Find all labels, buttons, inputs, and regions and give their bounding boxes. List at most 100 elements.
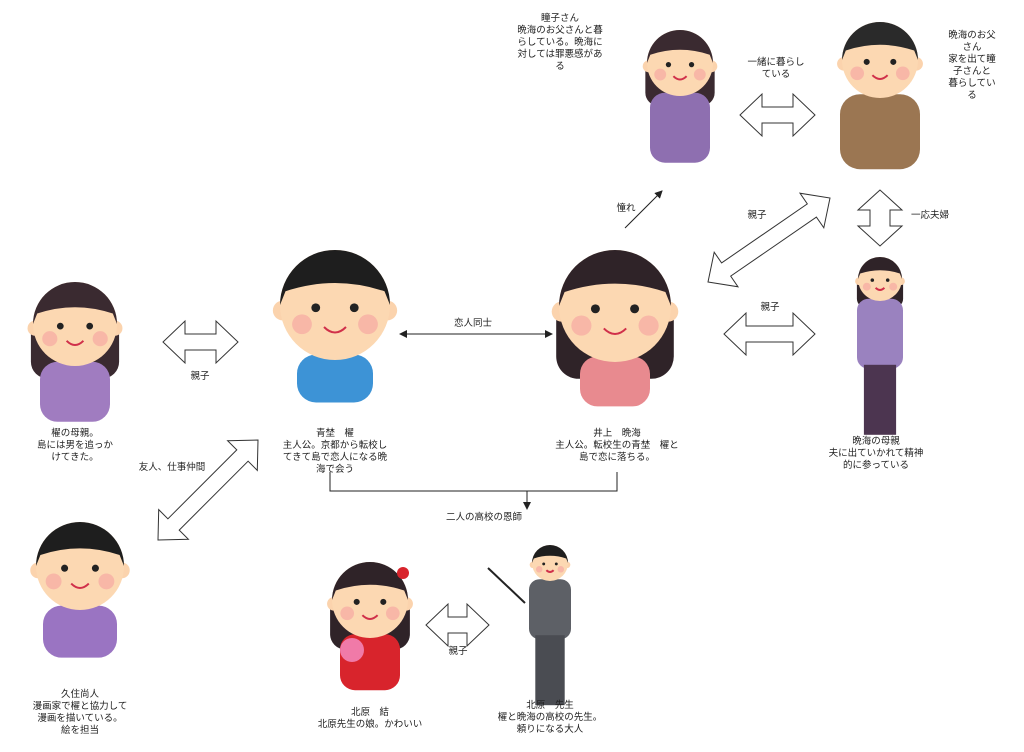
hair — [332, 562, 408, 600]
cheek — [895, 66, 910, 81]
hitomiko-illustration — [642, 30, 718, 163]
hair-ribbon — [397, 567, 409, 579]
father-label: 晩海のお父さん 家を出て瞳子さんと 暮らしている — [948, 30, 996, 101]
akemi-illustration — [551, 250, 679, 407]
father-illustration — [837, 22, 923, 170]
relation-nominal-couple: 一応夫婦 — [910, 210, 950, 221]
hair — [33, 282, 117, 324]
body — [857, 298, 903, 369]
eye — [61, 564, 69, 572]
arrow-admiration — [624, 190, 663, 229]
body — [580, 356, 650, 407]
relation-parent-child-mother: 親子 — [760, 302, 780, 313]
cheek — [98, 573, 115, 590]
pointer-stick — [487, 567, 526, 604]
eye — [870, 278, 875, 282]
cheek — [340, 606, 355, 621]
body — [43, 605, 117, 658]
kuzumi-illustration — [30, 522, 130, 658]
yui-label: 北原 結 北原先生の娘。かわいい — [317, 707, 423, 730]
eye — [665, 62, 672, 68]
cheek — [557, 566, 565, 573]
kai_mother-illustration — [27, 282, 123, 422]
kai-label: 青埜 櫂 主人公。京都から転校し てきて島で恋人になる晩 海で会う — [282, 428, 388, 475]
hair — [36, 522, 124, 566]
arrow-nominal-couple — [856, 189, 904, 247]
eye — [56, 322, 64, 330]
cheek — [92, 331, 108, 347]
body — [40, 361, 110, 422]
cheek — [889, 282, 898, 291]
mouth — [361, 614, 379, 620]
arrow-living-together — [739, 92, 816, 138]
arrow-parent-child-kitahara — [425, 602, 490, 648]
lollipop — [340, 638, 364, 662]
teacher-illustration — [529, 545, 571, 706]
hair — [842, 22, 918, 60]
arrow-friends — [157, 439, 259, 541]
cheek — [654, 68, 667, 81]
legs — [863, 364, 897, 435]
eye — [688, 62, 695, 68]
cheek — [850, 66, 865, 81]
arrow-parent-child-kai — [162, 319, 239, 365]
relation-admiration: 憧れ — [616, 203, 636, 214]
cheek — [862, 282, 871, 291]
mouth — [672, 75, 688, 81]
cheek — [693, 68, 706, 81]
eye — [885, 278, 890, 282]
hitomiko-label: 瞳子さん 晩海のお父さんと暮 らしている。晩海に 対しては罪悪感があ る — [517, 13, 603, 72]
mouth — [603, 327, 627, 335]
relation-lovers: 恋人同士 — [453, 318, 493, 329]
cheek — [385, 606, 400, 621]
body — [529, 579, 571, 640]
mouth — [874, 287, 886, 291]
kuzumi-label: 久住尚人 漫画家で櫂と協力して 漫画を描いている。 絵を担当 — [32, 689, 128, 736]
cheek — [535, 566, 543, 573]
cheek — [292, 314, 312, 335]
cheek — [45, 573, 62, 590]
akemi-mother-label: 晩海の母親 夫に出ていかれて精神 的に参っている — [828, 436, 924, 471]
cheek — [42, 331, 58, 347]
arrow-parent-child-mother — [723, 311, 816, 357]
akemi-label: 井上 晩海 主人公。転校生の青埜 櫂と 島で恋に落ちる。 — [555, 428, 679, 463]
relation-friends: 友人、仕事仲間 — [138, 462, 206, 473]
kai-mother-label: 櫂の母親。 島には男を追っか けてきた。 — [36, 428, 114, 463]
eye — [86, 322, 94, 330]
hair — [559, 250, 671, 306]
eye — [353, 598, 360, 605]
eye — [590, 304, 600, 314]
kai-illustration — [272, 250, 398, 403]
eye — [349, 303, 359, 313]
hair — [858, 257, 902, 279]
body — [650, 92, 710, 163]
mouth — [323, 326, 347, 334]
eye — [863, 58, 870, 65]
hair — [647, 30, 713, 63]
cheek — [571, 315, 592, 336]
eye — [554, 562, 558, 566]
eye — [630, 304, 640, 314]
mouth — [871, 74, 889, 80]
mouth — [65, 340, 85, 346]
relation-parent-child-kitahara: 親子 — [448, 646, 468, 657]
mouth — [545, 569, 555, 573]
eye — [542, 562, 546, 566]
eye — [890, 58, 897, 65]
body — [297, 354, 373, 403]
body — [840, 94, 920, 170]
teacher-label: 北原 先生 櫂と晩海の高校の先生。 頼りになる大人 — [497, 700, 603, 735]
cheek — [358, 314, 378, 335]
eye — [91, 564, 99, 572]
relation-living-together: 一緒に暮らし ている — [747, 57, 805, 80]
yui-illustration — [327, 562, 413, 691]
hair — [532, 545, 568, 563]
relation-parent-child-kai: 親子 — [190, 371, 210, 382]
eye — [380, 598, 387, 605]
relation-parent-child-father: 親子 — [747, 210, 767, 221]
mouth — [70, 582, 90, 589]
eye — [311, 303, 321, 313]
cheek — [638, 315, 659, 336]
